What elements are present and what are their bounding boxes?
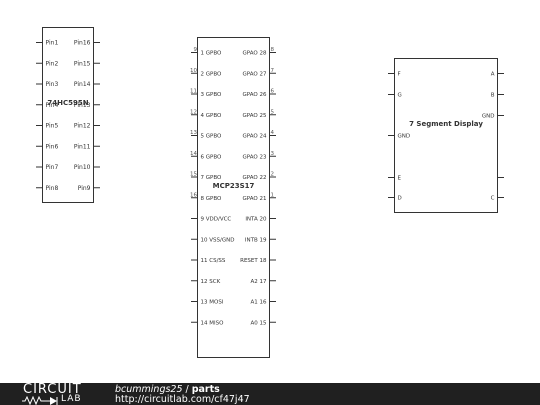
pin-label: 13 MOSI <box>201 300 224 306</box>
pin-label: G <box>398 93 402 99</box>
pin-label: D <box>398 196 402 202</box>
pin-label: Pin2 <box>46 60 59 67</box>
pin-number: 15 <box>190 172 197 178</box>
pin-label: GPAO 25 <box>243 113 267 119</box>
pin-label: GPAO 24 <box>243 134 267 140</box>
pin-label: Pin11 <box>74 143 91 150</box>
pin-label: GPAO 23 <box>243 154 267 160</box>
pin-label: Pin10 <box>74 164 91 171</box>
pin-label: Pin1 <box>46 40 59 47</box>
pin-label: C <box>491 196 495 202</box>
pin-label: GPAO 21 <box>243 196 267 202</box>
pin-label: Pin3 <box>46 81 59 88</box>
pin-label: Pin14 <box>74 81 91 88</box>
pin-label: 4 GPBO <box>201 113 223 119</box>
pin-label: GND <box>398 134 411 140</box>
chip-body[interactable] <box>394 58 498 213</box>
pin-label: 10 VSS/GND <box>201 237 235 243</box>
pin-number: 12 <box>190 109 197 115</box>
pin-label: 1 GPBO <box>201 51 223 57</box>
pin-label: F <box>398 72 401 78</box>
pin-number: 2 <box>271 172 275 178</box>
pin-number: 10 <box>190 68 197 74</box>
pin-label: 12 SCK <box>201 279 221 285</box>
pin-label: 9 VDD/VCC <box>201 217 232 223</box>
pin-label: A2 17 <box>250 279 267 285</box>
pin-label: Pin9 <box>78 185 91 192</box>
pin-number: 6 <box>271 89 275 95</box>
pin-label: GND <box>482 114 495 120</box>
pin-label: E <box>398 176 402 182</box>
pin-label: Pin4 <box>46 102 59 109</box>
chip-name: MCP23S17 <box>213 182 255 190</box>
footer-separator: / <box>185 384 189 395</box>
footer-breadcrumb: bcummings25/parts <box>115 384 220 395</box>
pin-label: GPAO 27 <box>243 71 267 77</box>
pin-label: Pin5 <box>46 123 59 130</box>
pin-number: 5 <box>271 109 275 115</box>
footer-user-link[interactable]: bcummings25 <box>115 384 183 395</box>
pin-number: 14 <box>190 151 197 157</box>
circuitlab-logo-icon <box>22 396 58 405</box>
pin-label: INTA 20 <box>245 217 267 223</box>
pin-label: 5 GPBO <box>201 134 223 140</box>
footer-circuit-title[interactable]: parts <box>191 384 220 395</box>
circuitlab-logo-lab: LAB <box>61 394 82 404</box>
pin-number: 13 <box>190 130 197 136</box>
pin-label: A <box>491 72 495 78</box>
pin-label: Pin7 <box>46 164 59 171</box>
pin-label: Pin12 <box>74 123 91 130</box>
pin-label: Pin6 <box>46 143 59 150</box>
pin-label: 7 GPBO <box>201 175 223 181</box>
pin-label: GPAO 22 <box>243 175 267 181</box>
pin-label: Pin13 <box>74 102 91 109</box>
footer-bar: CIRCUIT LAB bcummings25/parts http://cir… <box>0 383 540 405</box>
pin-label: 11 CS/SS <box>201 258 226 264</box>
pin-number: 9 <box>194 47 198 53</box>
pin-number: 16 <box>190 192 197 198</box>
pin-label: 8 GPBO <box>201 196 223 202</box>
pin-number: 8 <box>271 47 275 53</box>
pin-number: 1 <box>271 192 275 198</box>
pin-label: GPAO 28 <box>243 51 267 57</box>
pin-label: A1 16 <box>250 300 267 306</box>
pin-number: 3 <box>271 151 275 157</box>
chip-body[interactable] <box>197 37 270 358</box>
chip-body[interactable] <box>42 27 94 203</box>
chip-7-segment-display[interactable]: F G GND E D A B GND C 7 Segment Display <box>388 58 504 213</box>
pin-label: 6 GPBO <box>201 154 223 160</box>
pin-label: Pin15 <box>74 60 91 67</box>
pin-label: Pin8 <box>46 185 59 192</box>
chip-name: 74HC595N <box>47 99 88 107</box>
pin-label: RESET 18 <box>240 258 267 264</box>
pin-label: 3 GPBO <box>201 92 223 98</box>
pin-label: GPAO 26 <box>243 92 267 98</box>
chip-name: 7 Segment Display <box>409 120 483 128</box>
footer-url-link[interactable]: http://circuitlab.com/cf47j47 <box>115 394 250 405</box>
pin-label: 2 GPBO <box>201 71 223 77</box>
pin-label: B <box>491 93 495 99</box>
pin-label: INTB 19 <box>245 237 267 243</box>
pin-label: Pin16 <box>74 40 91 47</box>
pin-number: 11 <box>190 89 197 95</box>
circuitlab-logo-text: CIRCUIT <box>23 382 82 397</box>
pin-number: 7 <box>271 68 275 74</box>
pin-label: 14 MISO <box>201 320 225 326</box>
pin-number: 4 <box>271 130 275 136</box>
pin-label: A0 15 <box>250 320 267 326</box>
